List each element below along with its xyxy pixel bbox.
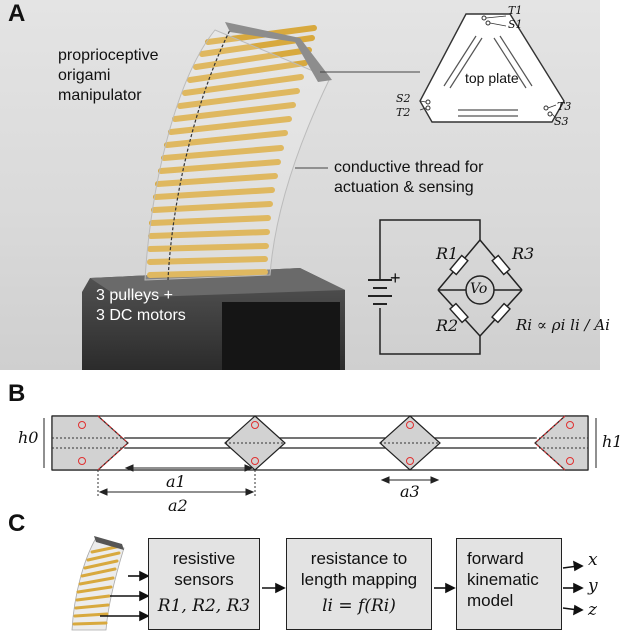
flow-arrows <box>100 560 584 622</box>
label-r2: R2 <box>436 316 459 335</box>
label-a3: a3 <box>400 482 420 501</box>
top-plate-outline <box>419 13 565 123</box>
manipulator-label-line2: origami <box>58 67 111 84</box>
manipulator-thumbnail <box>71 536 125 631</box>
label-r3: R3 <box>512 244 535 263</box>
label-a1: a1 <box>166 472 186 491</box>
manipulator-label: proprioceptive origami manipulator <box>58 46 159 106</box>
top-plate-label: top plate <box>465 70 519 86</box>
output-x: x <box>588 550 598 570</box>
origami-sleeve <box>144 29 331 281</box>
battery-plus: + <box>390 268 401 288</box>
tag-s2: S2 <box>396 92 411 105</box>
manipulator-label-line3: manipulator <box>58 87 142 104</box>
base-label: 3 pulleys + 3 DC motors <box>96 286 186 326</box>
conductive-thread <box>167 29 231 281</box>
output-z: z <box>588 600 597 620</box>
motor-opening <box>222 302 340 370</box>
panel-label-c: C <box>8 510 26 537</box>
top-plate-photo <box>225 22 332 82</box>
label-r1: R1 <box>436 244 459 263</box>
label-vo: Vo <box>470 281 488 297</box>
length-mapping-box: resistance to length mapping li = f(Ri) <box>286 538 432 630</box>
top-plate-diagram <box>419 13 565 123</box>
resistive-sensors-box: resistive sensors R1, R2, R3 <box>148 538 260 630</box>
kinematic-model-box: forward kinematic model <box>456 538 562 630</box>
label-h0: h0 <box>18 428 39 447</box>
box2-line1: resistance to <box>310 549 408 568</box>
box1-formula: R1, R2, R3 <box>157 596 251 616</box>
hinge-markers <box>78 415 574 471</box>
base-label-line2: 3 DC motors <box>96 307 186 324</box>
box3-line1: forward <box>467 549 524 568</box>
unfolded-pattern-diagram <box>43 415 597 498</box>
output-y: y <box>588 576 598 596</box>
label-h1: h1 <box>602 432 623 451</box>
box3-line3: model <box>467 591 514 610</box>
label-a2: a2 <box>168 496 188 515</box>
dimension-arrows <box>43 418 597 496</box>
thread-label-line2: actuation & sensing <box>334 179 474 196</box>
box1-line1: resistive <box>172 549 236 568</box>
tag-t2: T2 <box>396 106 411 119</box>
resistance-formula: Ri ∝ ρi li / Ai <box>516 316 610 334</box>
box1-line2: sensors <box>174 570 234 589</box>
tag-t3: T3 <box>557 100 572 113</box>
thread-label-line1: conductive thread for <box>334 159 484 176</box>
panel-label-b: B <box>8 380 26 407</box>
box2-formula: li = f(Ri) <box>322 596 396 616</box>
manipulator-photo-illustration <box>82 22 420 370</box>
tag-t1: T1 <box>508 4 523 17</box>
box2-line2: length mapping <box>300 570 418 589</box>
manipulator-label-line1: proprioceptive <box>58 47 159 64</box>
base-label-line1: 3 pulleys + <box>96 287 173 304</box>
fold-modules <box>51 415 589 471</box>
module-centerlines <box>52 437 588 498</box>
tag-s3: S3 <box>554 115 569 128</box>
tag-s1: S1 <box>508 18 523 31</box>
box3-line2: kinematic <box>467 570 539 589</box>
thread-label: conductive thread for actuation & sensin… <box>334 158 483 198</box>
panel-label-a: A <box>8 0 26 27</box>
bridge-circuit <box>368 219 523 355</box>
